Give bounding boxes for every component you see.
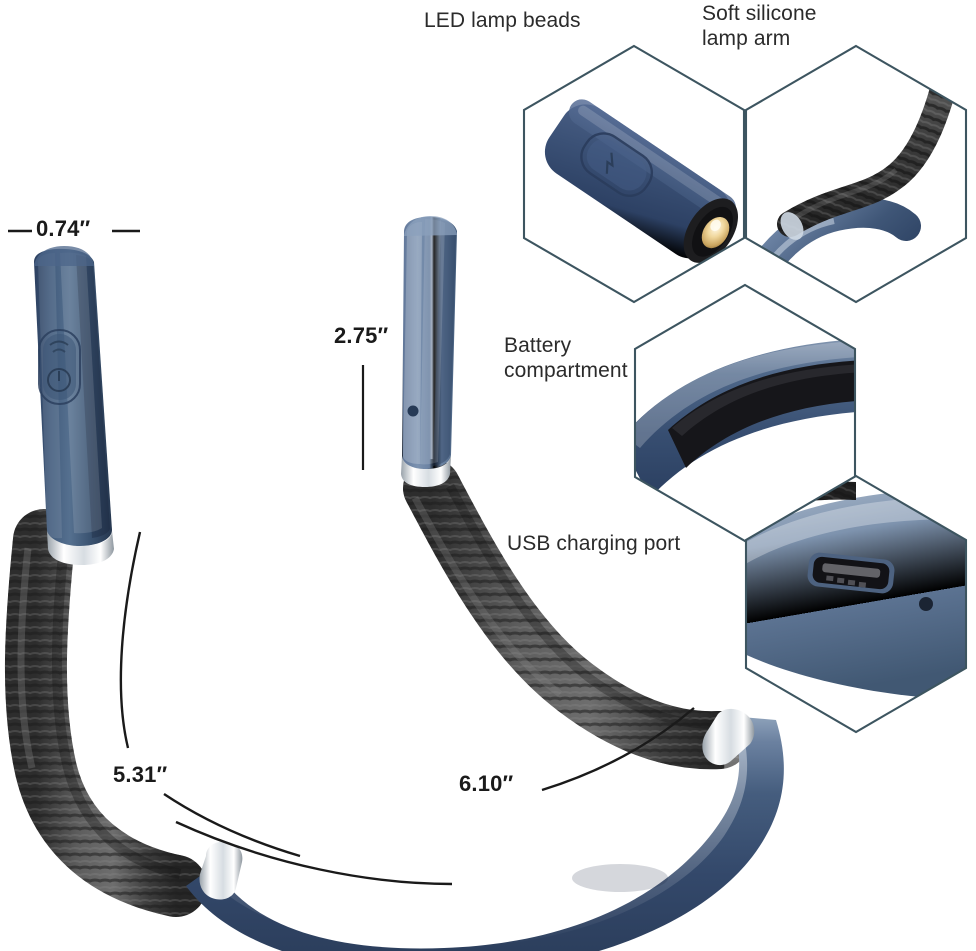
hex-outline-usb (744, 474, 968, 734)
chrome-collar-left (199, 841, 243, 900)
hex-outline-arm (744, 44, 968, 304)
battery-cover (668, 360, 855, 468)
gooseneck-arm-left (4, 509, 207, 917)
callout-label-usb-charging-port: USB charging port (507, 531, 680, 556)
power-button[interactable] (38, 329, 81, 405)
chrome-ring-left (47, 531, 114, 565)
callout-arm-line2: lamp arm (702, 27, 791, 50)
hex-panel-led-lamp-beads (522, 44, 746, 304)
indicator-pinhole (407, 405, 419, 417)
hex-outline-led (522, 44, 746, 304)
chrome-ring-right (401, 455, 451, 487)
dimension-label-band-width: 6.10″ (459, 771, 514, 796)
dim-line-arm-upper (119, 531, 142, 749)
callout-batt-line1: Battery (504, 334, 572, 357)
callout-label-soft-silicone-arm: Soft silicone lamp arm (702, 1, 817, 51)
callout-led-line1: LED lamp beads (424, 9, 581, 32)
callout-label-battery-compartment: Battery compartment (504, 333, 628, 383)
chrome-collar-right (702, 708, 755, 766)
lamp-power-button[interactable] (574, 126, 660, 204)
callout-arm-line1: Soft silicone (702, 2, 817, 25)
charge-indicator-hole (919, 597, 933, 611)
hex-panel-usb-port (744, 474, 968, 734)
led-bead (701, 216, 730, 249)
dim-line-band-right (541, 707, 695, 792)
dim-line-band-left (175, 820, 453, 886)
neck-band (186, 708, 784, 951)
micro-usb-port (807, 552, 895, 594)
callout-batt-line2: compartment (504, 359, 628, 382)
dimension-label-head-width: 0.74″ (36, 216, 91, 241)
callout-label-led-lamp-beads: LED lamp beads (424, 8, 581, 33)
hex-panel-soft-silicone-arm (744, 44, 968, 304)
dim-line-arm-lower (163, 793, 301, 858)
hex-panel-battery-compartment (633, 283, 857, 543)
lamp-head-left (34, 246, 114, 565)
dimension-label-arm-length: 5.31″ (113, 762, 168, 787)
callout-usb-line1: USB charging port (507, 532, 681, 555)
lamp-head-right (401, 216, 457, 487)
dimension-label-head-length: 2.75″ (334, 323, 389, 348)
